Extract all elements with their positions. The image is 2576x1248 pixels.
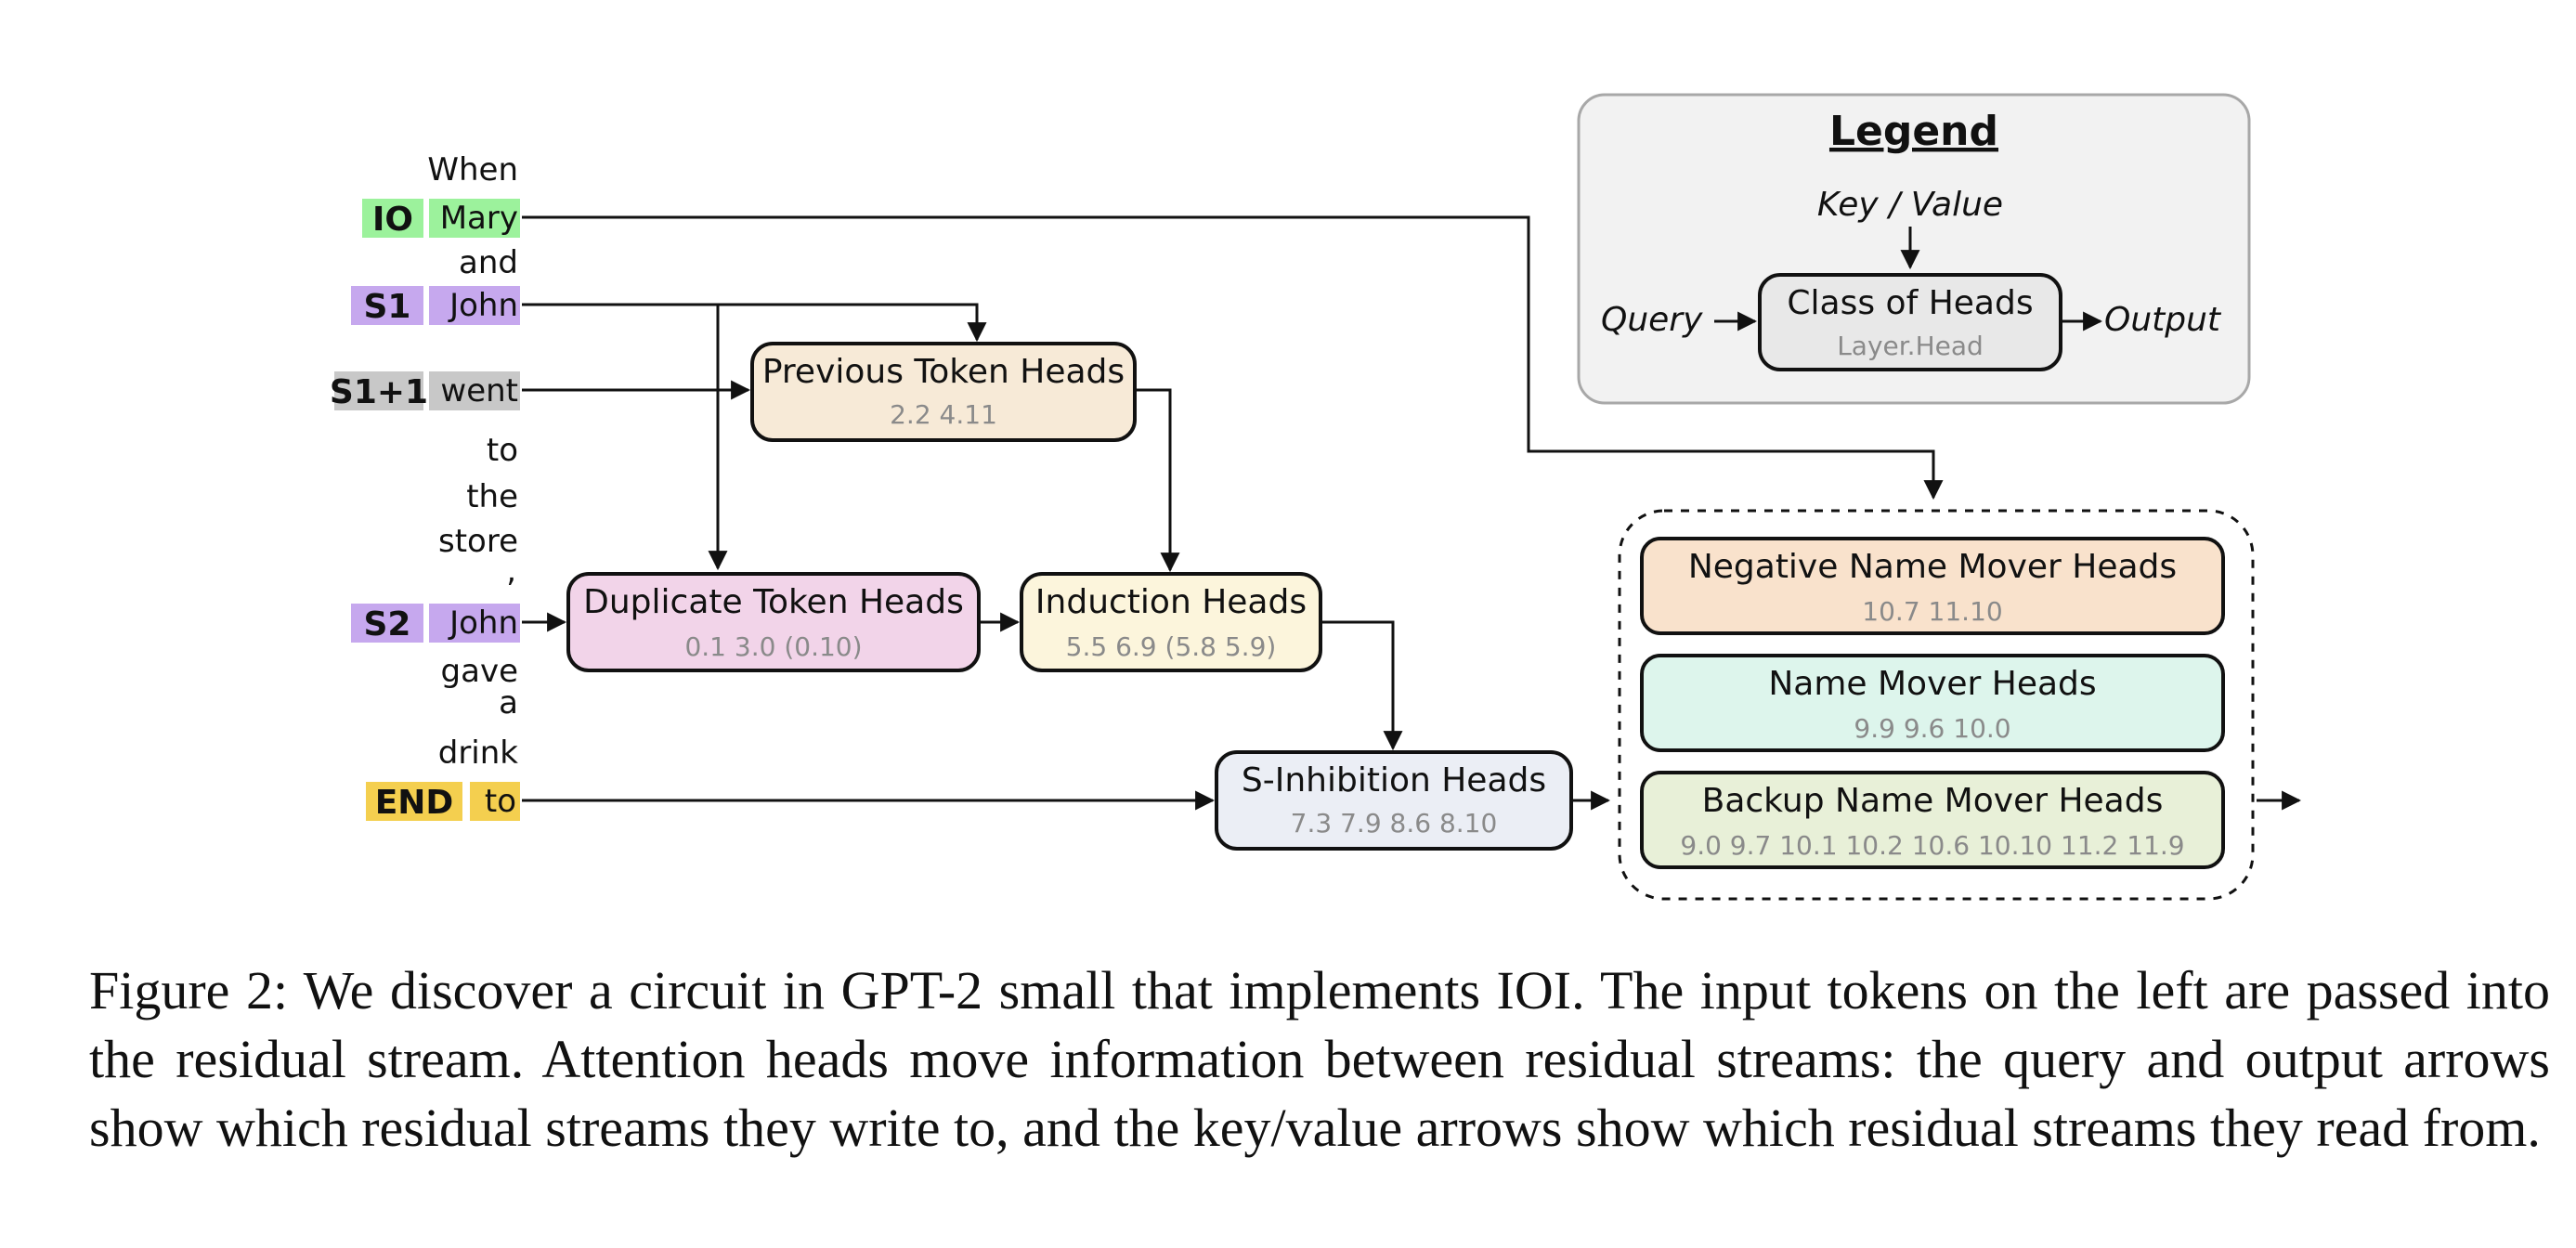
figure-caption: Figure 2: We discover a circuit in GPT-2… — [89, 960, 2550, 1158]
token-went-highlight — [429, 371, 520, 410]
token-mary-highlight — [429, 199, 520, 238]
legend-query-label: Query — [1601, 301, 1703, 339]
legend-class-sub: Layer.Head — [1837, 331, 1984, 361]
token-gave: gave — [441, 653, 518, 690]
token-and: and — [459, 244, 518, 281]
token-column: When IO Mary and S1 John S1+1 went to th… — [330, 151, 520, 822]
legend-class-title: Class of Heads — [1787, 284, 2033, 322]
backup-name-mover-heads-list: 9.0 9.7 10.1 10.2 10.6 10.10 11.2 11.9 — [1680, 830, 2184, 861]
induction-heads-box: Induction Heads 5.5 6.9 (5.8 5.9) — [1020, 572, 1322, 672]
edge-previous-to-induction — [1135, 388, 1180, 573]
token-to: to — [487, 432, 518, 469]
legend-title: Legend — [1829, 108, 1998, 155]
role-end: END — [375, 784, 454, 822]
duplicate-token-heads-title: Duplicate Token Heads — [583, 583, 964, 621]
token-to-end-highlight — [470, 782, 520, 821]
token-went: went — [440, 372, 518, 410]
token-the: the — [466, 478, 518, 515]
role-end-highlight — [366, 782, 462, 821]
token-drink: drink — [438, 734, 519, 772]
token-john-s2-highlight — [429, 604, 520, 643]
role-io-highlight — [362, 199, 423, 238]
token-comma: , — [506, 552, 516, 590]
s-inhibition-heads-list: 7.3 7.9 8.6 8.10 — [1291, 808, 1498, 838]
edge-induction-to-s-inhibition — [1321, 620, 1403, 751]
role-s2-highlight — [351, 604, 423, 643]
legend-output-label: Output — [2104, 301, 2222, 339]
name-mover-group — [1618, 509, 2255, 901]
token-store: store — [438, 523, 518, 560]
duplicate-token-heads-box: Duplicate Token Heads 0.1 3.0 (0.10) — [566, 572, 981, 672]
edge-s1-to-previous-token — [522, 303, 987, 343]
backup-name-mover-heads-title: Backup Name Mover Heads — [1702, 782, 2164, 820]
role-s1-highlight — [351, 286, 423, 325]
token-mary: Mary — [440, 200, 518, 237]
role-s1plus1-highlight — [334, 371, 423, 410]
legend-key-value-label: Key / Value — [1817, 186, 2003, 224]
previous-token-heads-box: Previous Token Heads 2.2 4.11 — [750, 342, 1137, 442]
negative-name-mover-heads-box: Negative Name Mover Heads 10.7 11.10 — [1640, 537, 2225, 635]
negative-name-mover-heads-list: 10.7 11.10 — [1862, 596, 2002, 627]
token-john-s1: John — [448, 287, 518, 324]
name-mover-heads-box: Name Mover Heads 9.9 9.6 10.0 — [1640, 654, 2225, 752]
connections — [522, 215, 2302, 811]
token-when: When — [427, 151, 518, 188]
name-mover-heads-title: Name Mover Heads — [1768, 665, 2096, 703]
token-to-end: to — [485, 783, 516, 820]
s-inhibition-heads-title: S-Inhibition Heads — [1242, 761, 1546, 800]
induction-heads-list: 5.5 6.9 (5.8 5.9) — [1066, 631, 1277, 662]
token-john-s2: John — [448, 604, 518, 642]
edge-io-to-name-movers — [522, 215, 1944, 500]
role-s2: S2 — [364, 605, 411, 644]
role-s1plus1: S1+1 — [330, 373, 428, 411]
legend: Legend Key / Value Query Class of Heads … — [1577, 93, 2251, 405]
previous-token-heads-list: 2.2 4.11 — [890, 399, 997, 430]
role-s1: S1 — [364, 288, 411, 326]
previous-token-heads-title: Previous Token Heads — [762, 353, 1125, 391]
negative-name-mover-heads-title: Negative Name Mover Heads — [1688, 548, 2177, 586]
role-io: IO — [372, 201, 413, 239]
name-mover-heads-list: 9.9 9.6 10.0 — [1854, 713, 2010, 744]
backup-name-mover-heads-box: Backup Name Mover Heads 9.0 9.7 10.1 10.… — [1640, 771, 2225, 869]
s-inhibition-heads-box: S-Inhibition Heads 7.3 7.9 8.6 8.10 — [1215, 750, 1573, 851]
induction-heads-title: Induction Heads — [1035, 583, 1307, 621]
token-a: a — [499, 684, 518, 722]
token-john-s1-highlight — [429, 286, 520, 325]
duplicate-token-heads-list: 0.1 3.0 (0.10) — [684, 631, 862, 662]
